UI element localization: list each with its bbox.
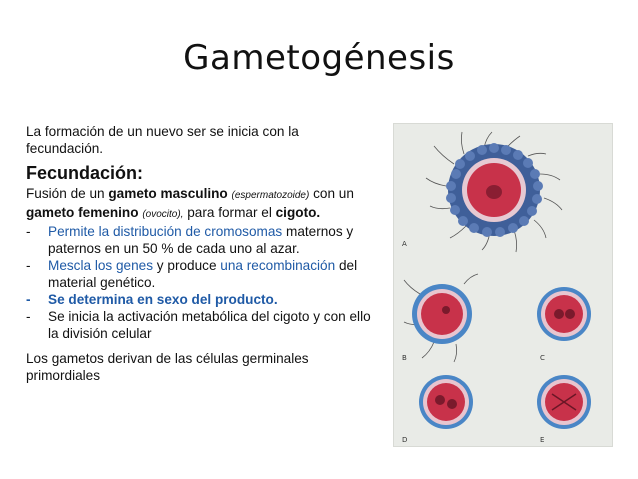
fusion-text: Fusión de un gameto masculino (espermato… (26, 185, 371, 223)
slide-text: La formación de un nuevo ser se inicia c… (26, 123, 371, 384)
fusion-part2: con un (309, 186, 354, 201)
bullet-item: Mescla los genes y produce una recombina… (26, 257, 371, 291)
section-heading: Fecundación: (26, 163, 144, 183)
fusion-part3: para formar el (183, 205, 276, 220)
bullet2-highlight: Mescla los genes (48, 258, 154, 273)
panel-e-zygote: E (537, 375, 591, 444)
panel-label-a: A (402, 240, 407, 248)
female-gamete: gameto femenino (26, 205, 139, 220)
panel-label-c: C (540, 354, 545, 362)
fertilization-figure: A B C (393, 123, 613, 447)
fertilization-illustration: A B C (402, 131, 591, 444)
panel-a-oocyte: A (402, 131, 563, 253)
bullet1-rest: maternos y paternos en un 50 % de cada u… (48, 224, 354, 256)
bullet2-mid: y produce (153, 258, 221, 273)
slide-title: Gametogénesis (183, 38, 455, 78)
female-note: (ovocito), (142, 209, 184, 220)
bullet3: Se determina en sexo del producto. (48, 292, 278, 307)
bullet-list: Permite la distribución de cromosomas ma… (26, 223, 371, 342)
bullet2-rest: del material genético. (48, 258, 358, 290)
panel-d-oocyte: D (402, 375, 473, 444)
bullet1-highlight: Permite la distribución de cromosomas (48, 224, 283, 239)
fusion-part1: Fusión de un (26, 186, 109, 201)
intro-text: La formación de un nuevo ser se inicia c… (26, 124, 299, 156)
panel-label-e: E (540, 436, 544, 444)
panel-c-oocyte: C (537, 287, 591, 362)
male-gamete: gameto masculino (108, 186, 228, 201)
bullet-item: Se inicia la activación metabólica del c… (26, 308, 371, 342)
bullet-item: Permite la distribución de cromosomas ma… (26, 223, 371, 257)
bullet4: Se inicia la activación metabólica del c… (48, 309, 371, 341)
panel-label-b: B (402, 354, 407, 362)
panel-label-d: D (402, 436, 407, 444)
zygote: cigoto. (275, 205, 321, 220)
panel-b-oocyte: B (402, 273, 479, 363)
bullet2-highlight2: una recombinación (220, 258, 336, 273)
bullet-item: Se determina en sexo del producto. (26, 291, 371, 308)
outro-text: Los gametos derivan de las células germi… (26, 351, 309, 383)
male-note: (espermatozoide) (231, 190, 310, 201)
